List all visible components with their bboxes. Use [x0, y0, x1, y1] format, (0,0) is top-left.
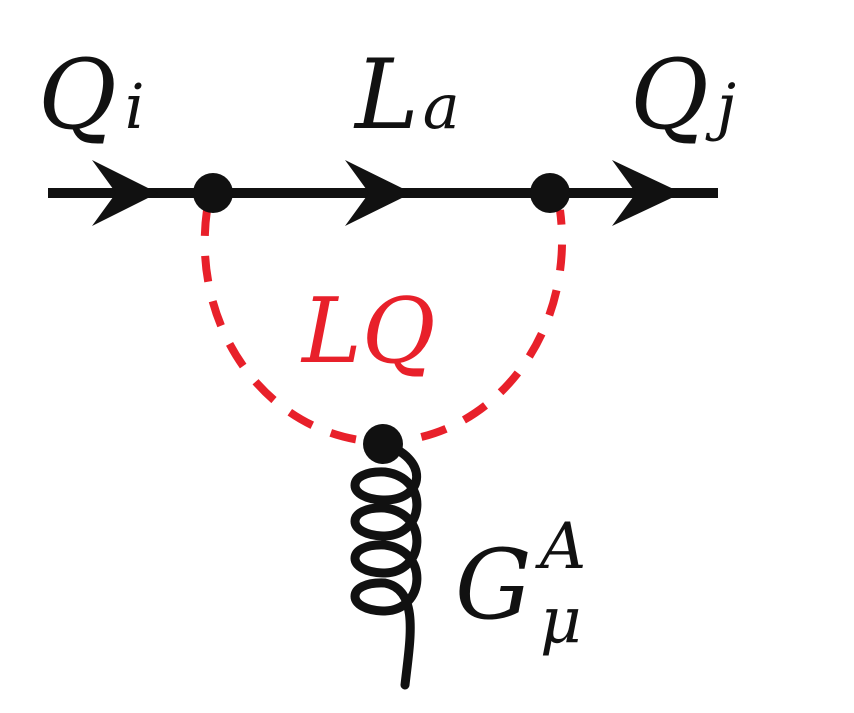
label-gluon-base: G — [455, 529, 532, 641]
arrow-internal — [345, 160, 412, 226]
label-gluon-sup: A — [535, 510, 586, 584]
vertex-right — [530, 173, 570, 213]
gluon-line — [350, 439, 422, 690]
label-internal-lepton: La — [353, 39, 460, 151]
vertex-left — [193, 173, 233, 213]
label-gluon-sub: μ — [540, 584, 582, 658]
arrow-incoming — [92, 160, 158, 226]
arrow-outgoing — [612, 160, 682, 226]
label-leptoquark: LQ — [300, 279, 436, 384]
vertex-gluon — [363, 424, 403, 464]
